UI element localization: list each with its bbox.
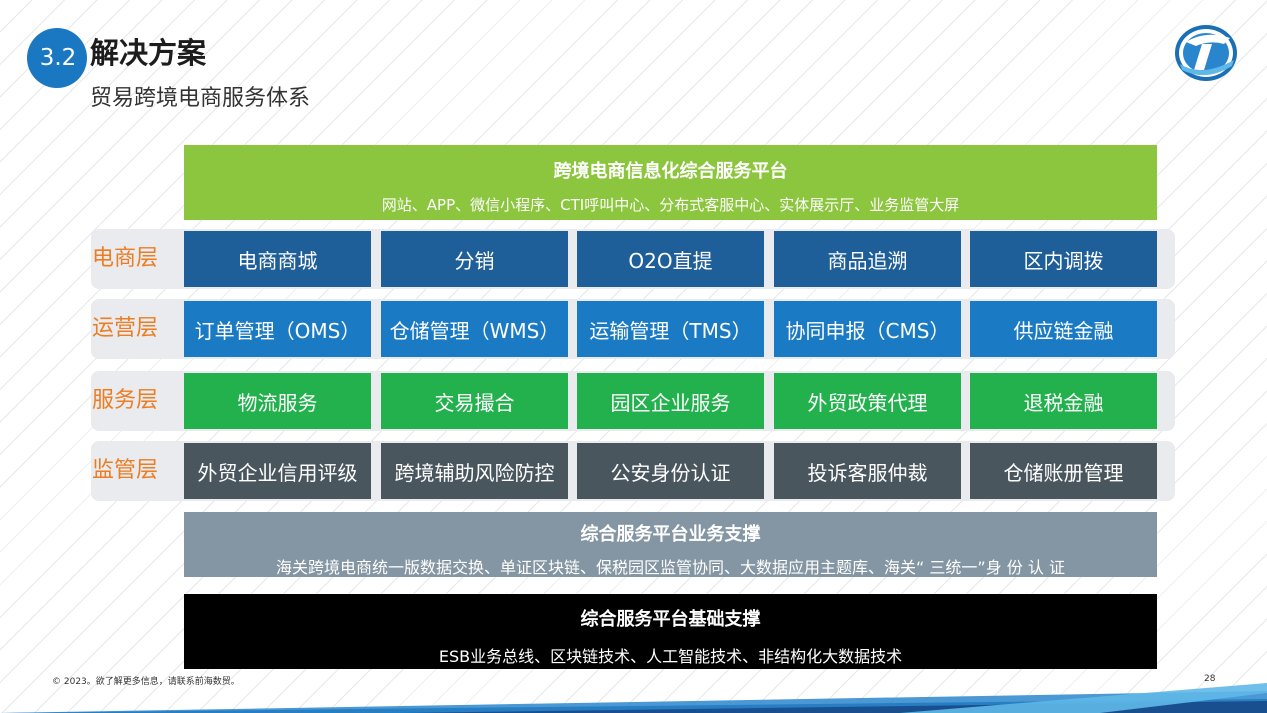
layer-cell: 电商商城 bbox=[184, 231, 371, 287]
layer-cell: 跨境辅助风险防控 bbox=[381, 443, 568, 499]
layer-cell: 协同申报（CMS） bbox=[774, 301, 961, 357]
company-logo-icon bbox=[1175, 25, 1237, 81]
bottom-decoration-bar bbox=[0, 683, 1267, 713]
layer-cell: 分销 bbox=[381, 231, 568, 287]
layer-cell: O2O直提 bbox=[577, 231, 764, 287]
layer-cell: 区内调拨 bbox=[970, 231, 1157, 287]
layer-cell: 运输管理（TMS） bbox=[577, 301, 764, 357]
copyright-text: © 2023。欲了解更多信息，请联系前海数贸。 bbox=[52, 677, 240, 687]
layer-cell: 仓储管理（WMS） bbox=[381, 301, 568, 357]
banner-title: 综合服务平台业务支撑 bbox=[580, 524, 761, 545]
banner-description: 网站、APP、微信小程序、CTI呼叫中心、分布式客服中心、实体展示厅、业务监管大… bbox=[381, 196, 960, 214]
layer-cell: 仓储账册管理 bbox=[970, 443, 1157, 499]
layer-cell: 公安身份认证 bbox=[577, 443, 764, 499]
layer-cell: 交易撮合 bbox=[381, 373, 568, 429]
page-subtitle: 贸易跨境电商服务体系 bbox=[90, 86, 311, 111]
layer-cell: 投诉客服仲裁 bbox=[774, 443, 961, 499]
business-support-banner: 综合服务平台业务支撑 海关跨境电商统一版数据交换、单证区块链、保税园区监管协同、… bbox=[184, 512, 1157, 577]
banner-description: 海关跨境电商统一版数据交换、单证区块链、保税园区监管协同、大数据应用主题库、海关… bbox=[276, 558, 1065, 577]
layer-cell: 园区企业服务 bbox=[577, 373, 764, 429]
banner-title: 综合服务平台基础支撑 bbox=[580, 609, 761, 630]
layer-service: 服务层 物流服务 交易撮合 园区企业服务 外贸政策代理 退税金融 bbox=[91, 371, 1175, 431]
layer-cell: 外贸企业信用评级 bbox=[184, 443, 371, 499]
infrastructure-support-banner: 综合服务平台基础支撑 ESB业务总线、区块链技术、人工智能技术、非结构化大数据技… bbox=[184, 594, 1157, 669]
layer-supervision: 监管层 外贸企业信用评级 跨境辅助风险防控 公安身份认证 投诉客服仲裁 仓储账册… bbox=[91, 441, 1175, 501]
layer-cell: 商品追溯 bbox=[774, 231, 961, 287]
page-number: 28 bbox=[1204, 674, 1216, 684]
banner-description: ESB业务总线、区块链技术、人工智能技术、非结构化大数据技术 bbox=[438, 647, 903, 666]
layer-ecommerce: 电商层 电商商城 分销 O2O直提 商品追溯 区内调拨 bbox=[91, 229, 1175, 289]
banner-title: 跨境电商信息化综合服务平台 bbox=[553, 161, 788, 182]
section-number: 3.2 bbox=[39, 45, 77, 71]
layer-cell: 物流服务 bbox=[184, 373, 371, 429]
layer-label: 电商层 bbox=[92, 246, 159, 271]
layer-operations: 运营层 订单管理（OMS） 仓储管理（WMS） 运输管理（TMS） 协同申报（C… bbox=[91, 299, 1175, 359]
layer-label: 服务层 bbox=[92, 388, 159, 413]
layer-cell: 退税金融 bbox=[970, 373, 1157, 429]
layer-cell: 外贸政策代理 bbox=[774, 373, 961, 429]
layer-cell: 供应链金融 bbox=[970, 301, 1157, 357]
layer-label: 运营层 bbox=[92, 316, 159, 341]
page-title: 解决方案 bbox=[90, 36, 207, 70]
section-number-badge: 3.2 bbox=[27, 28, 87, 88]
layer-cell: 订单管理（OMS） bbox=[184, 301, 371, 357]
cross-border-platform-banner: 跨境电商信息化综合服务平台 网站、APP、微信小程序、CTI呼叫中心、分布式客服… bbox=[184, 145, 1157, 220]
layer-label: 监管层 bbox=[92, 458, 159, 483]
